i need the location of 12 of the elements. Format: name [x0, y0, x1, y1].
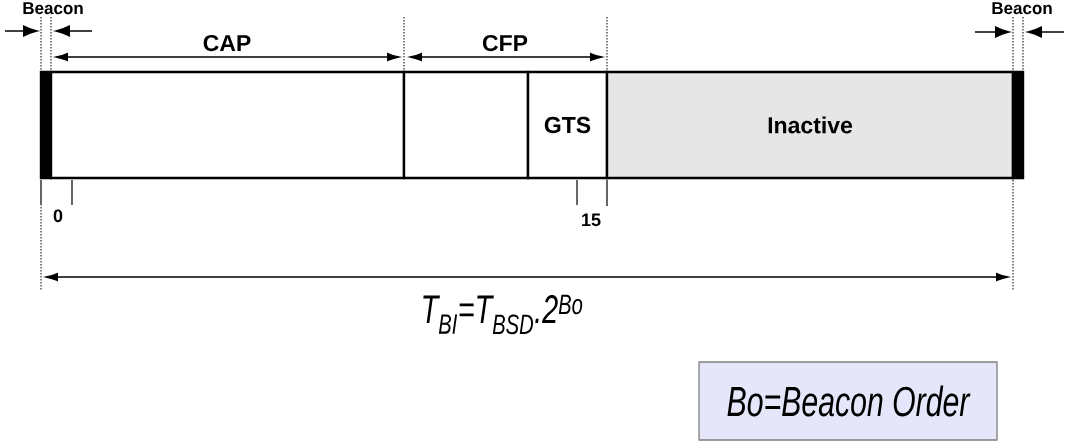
beacon-slot	[1011, 70, 1025, 180]
definition-box: Bo=Beacon Order	[698, 361, 998, 441]
period-cell	[402, 70, 530, 180]
period-cell: GTS	[526, 70, 609, 180]
slot-number: 0	[53, 209, 63, 223]
beacon-label: Beacon	[992, 2, 1052, 15]
formula: T$_{BI}$=T$_{BSD}$.2$^{Bo}$	[423, 294, 583, 335]
period-label: CAP	[203, 34, 251, 52]
beacon-label: Beacon	[23, 2, 83, 15]
period-cell: Inactive	[605, 70, 1015, 180]
period-label: CFP	[482, 34, 528, 52]
slot-number: 15	[582, 213, 601, 227]
